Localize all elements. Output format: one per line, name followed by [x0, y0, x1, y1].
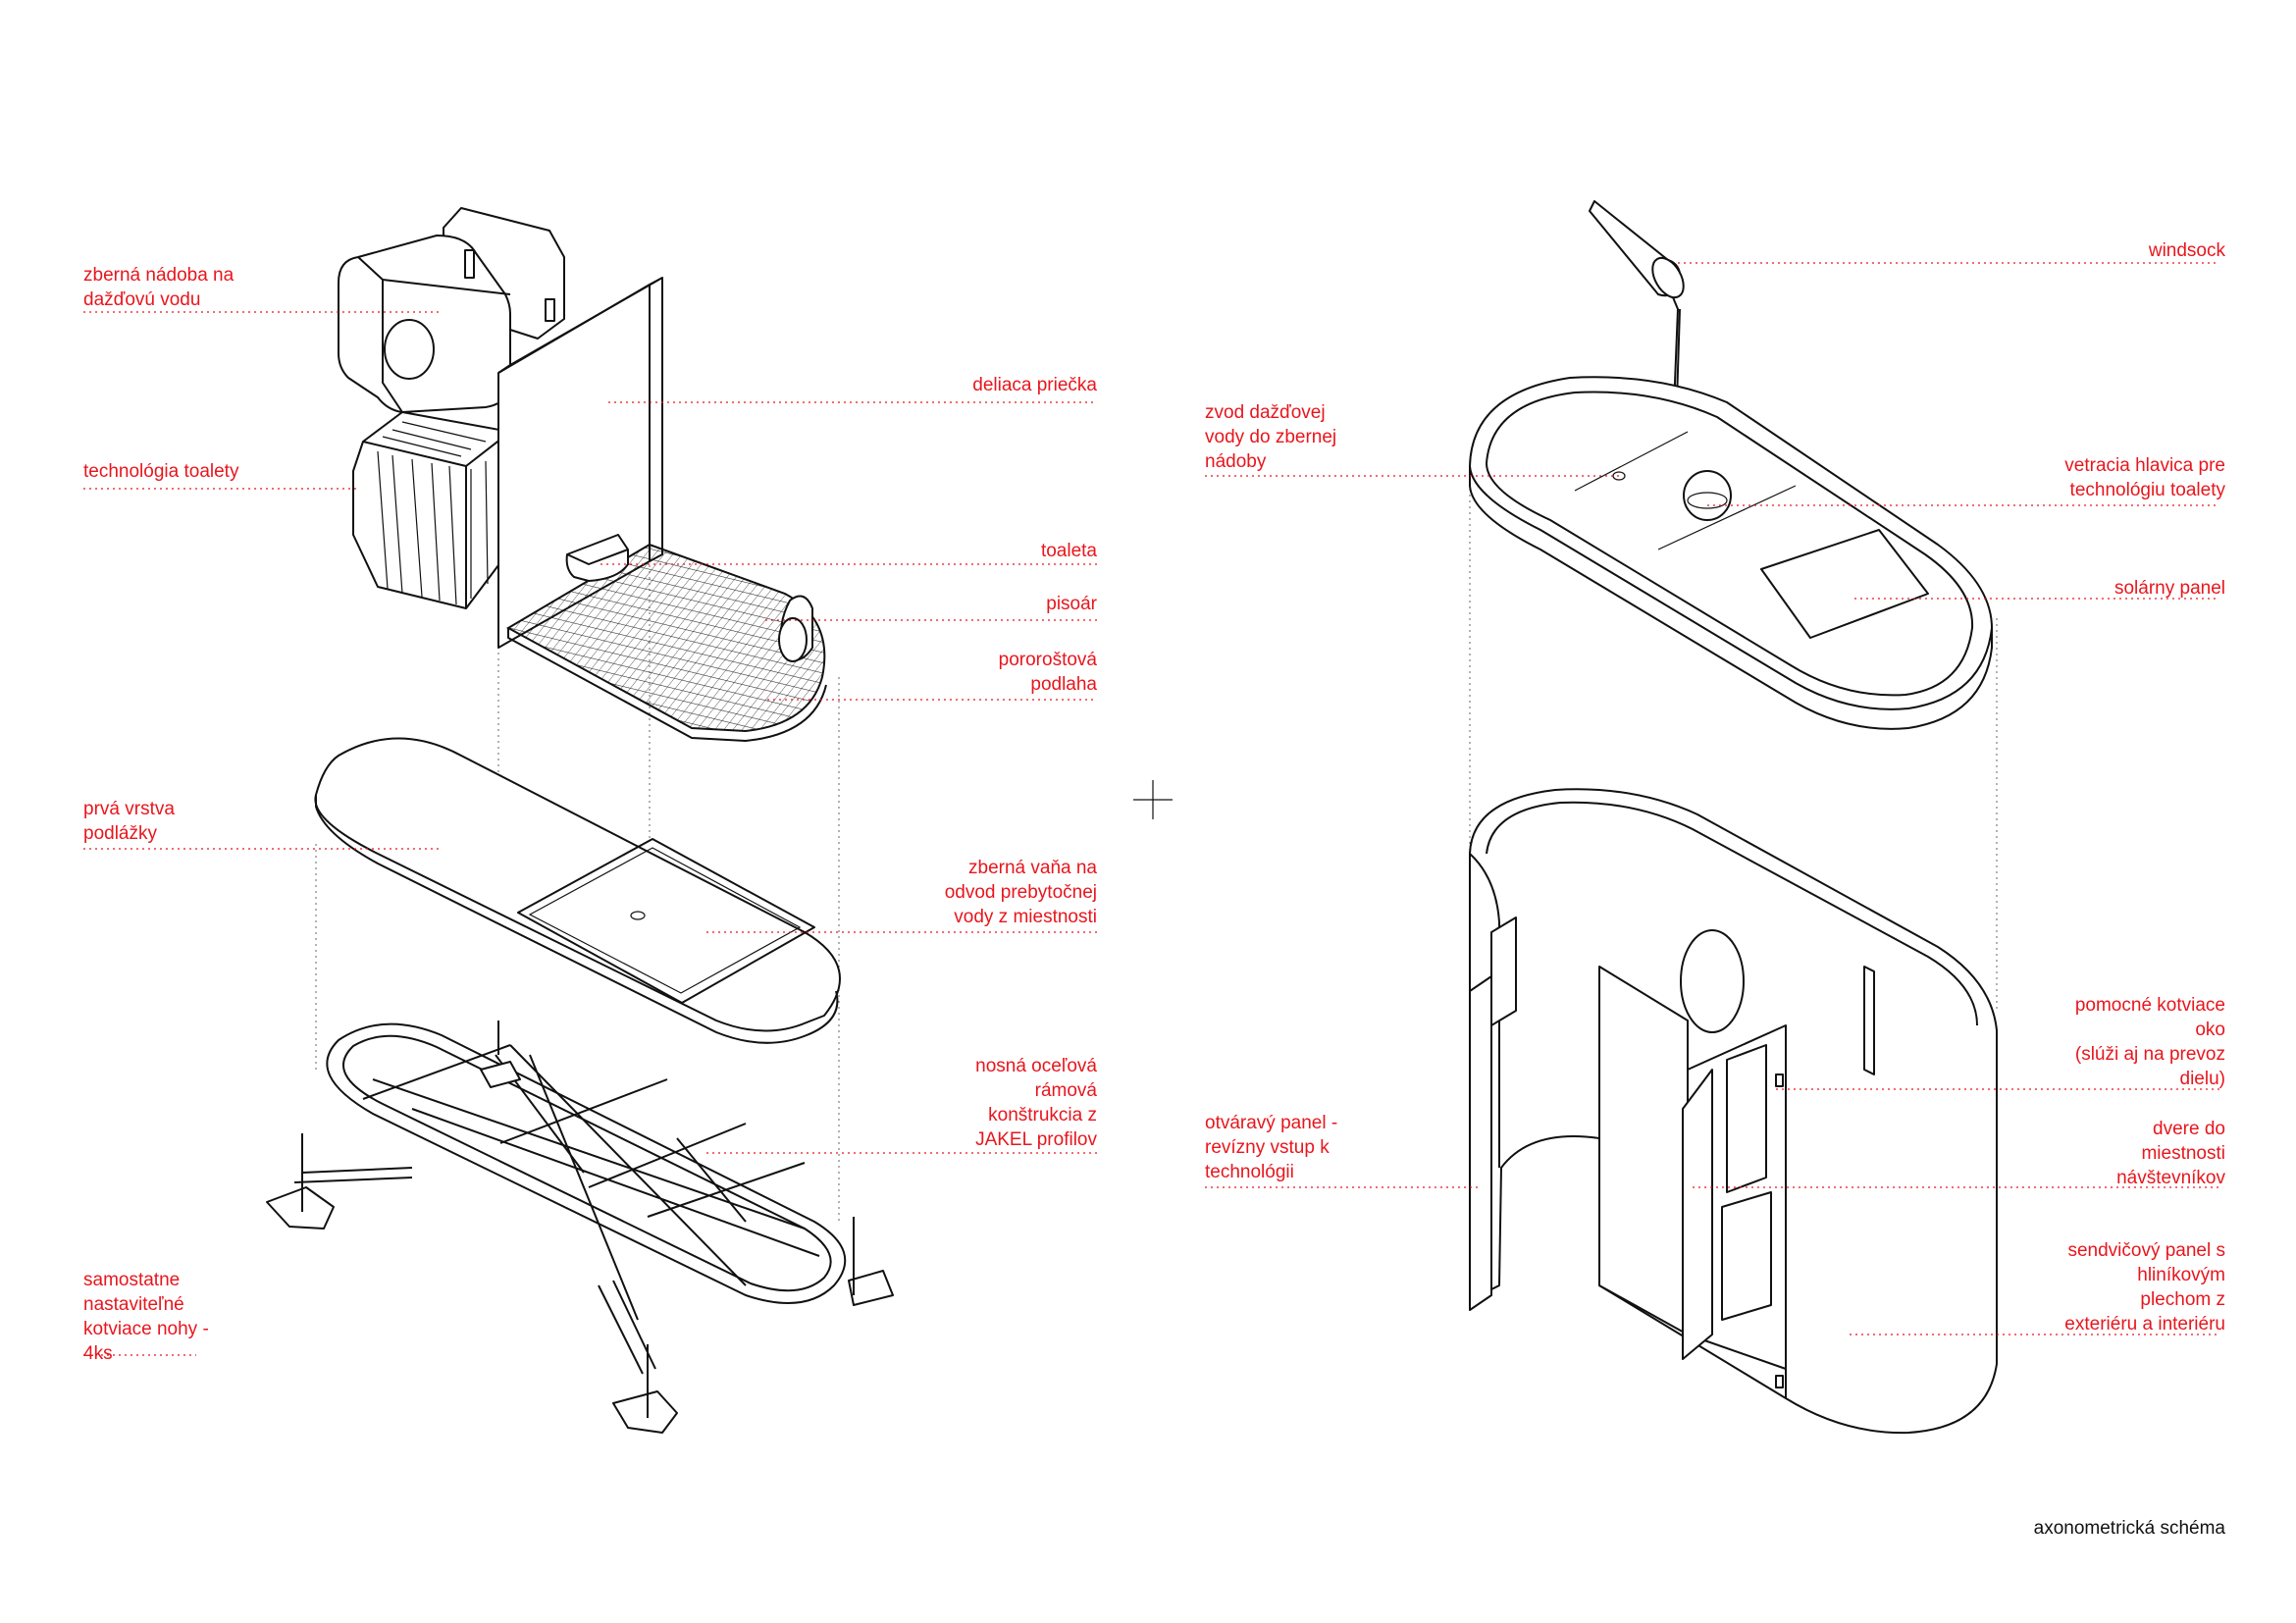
cabin-shell-drawing	[1469, 788, 1998, 1435]
label-rain-tank: zberná nádoba na dažďovú vodu	[83, 265, 235, 310]
label-service-panel: otvárаvý panel - revízny vstup k technol…	[1205, 1113, 1338, 1182]
label-sandwich-panel: sendvičový panel s hliníkovým plechom z …	[2064, 1240, 2225, 1335]
label-solar-panel: solárny panel	[2113, 578, 2225, 599]
label-anchor-eyes: pomocné kotviace oko (slúži aj na prevoz…	[2074, 995, 2225, 1089]
right-vertical-guides	[1469, 471, 1998, 1011]
leader-lines	[83, 262, 2219, 1356]
diagram-caption: axonometrická schéma	[2033, 1518, 2225, 1539]
label-urinal: pisoár	[1046, 594, 1097, 614]
center-cross-marker	[1133, 780, 1173, 819]
label-collecting-tray: zberná vaňa na odvod prebytočnej vody z …	[944, 858, 1097, 927]
label-visitor-door: dvere do miestnosti návštevníkov	[2116, 1119, 2225, 1188]
label-toilet-technology: technológia toalety	[83, 461, 239, 482]
label-windsock: windsock	[2148, 240, 2225, 261]
label-partition: deliaca priečka	[972, 375, 1097, 395]
label-grating-floor: pororoštová podlaha	[998, 650, 1097, 695]
toilet-drawing	[565, 534, 629, 582]
label-downpipe: zvod dažďovej vody do zbernej nádoby	[1205, 402, 1337, 472]
label-first-layer: prvá vrstva podlážky	[83, 799, 175, 844]
label-adjustable-legs: samostatne nastaviteľné kotviace nohy - …	[83, 1270, 209, 1364]
grating-floor-drawing	[505, 543, 827, 742]
label-toilet: toaleta	[1040, 541, 1097, 561]
urinal-drawing	[778, 595, 813, 662]
rain-tank-drawing	[338, 207, 565, 413]
adjustable-legs-drawing	[266, 1021, 894, 1434]
roof-drawing	[1469, 376, 1993, 730]
windsock-drawing	[1589, 200, 1685, 433]
first-floor-layer-drawing	[314, 737, 841, 1044]
toilet-technology-drawing	[352, 411, 511, 609]
label-vent-head: vetracia hlavica pre technológiu toalety	[2064, 455, 2225, 500]
steel-frame-drawing	[326, 1022, 847, 1321]
label-steel-frame: nosná oceľová rámová konštrukcia z JAKEL…	[975, 1056, 1097, 1150]
